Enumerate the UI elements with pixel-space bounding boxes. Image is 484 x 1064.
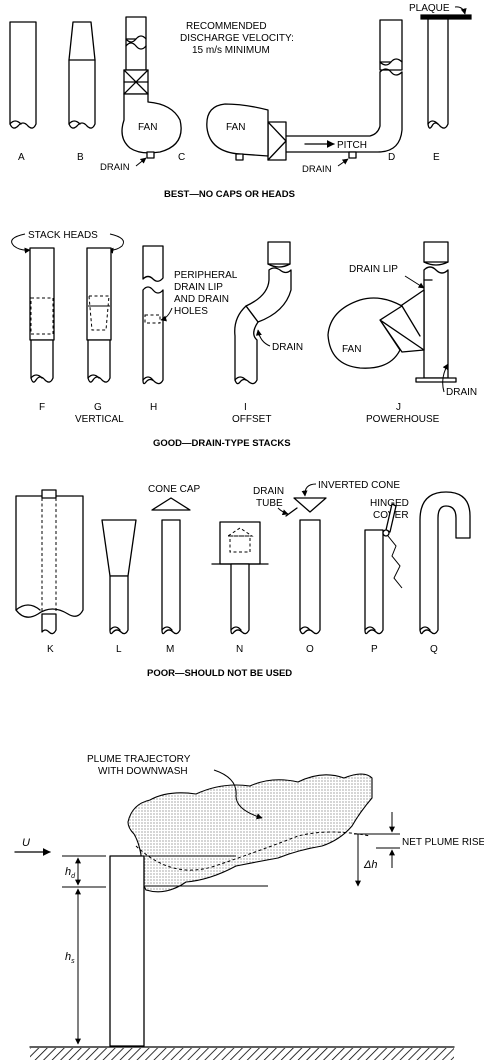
cone-cap-label: CONE CAP <box>148 484 201 495</box>
stack-heads-label: STACK HEADS <box>28 230 98 241</box>
plaque-label: PLAQUE <box>409 3 450 14</box>
stack-o: DRAIN TUBE INVERTED CONE O <box>253 480 400 655</box>
inverted-cone-label: INVERTED CONE <box>318 480 400 491</box>
drain-tube-line2: TUBE <box>256 498 283 509</box>
fan-j-label: FAN <box>342 344 361 355</box>
caption-best: BEST—NO CAPS OR HEADS <box>164 189 295 200</box>
hs-label: hs <box>65 951 75 965</box>
pitch-label: PITCH <box>337 140 367 151</box>
stack-m: CONE CAP M <box>148 484 201 655</box>
drain-lip-label: DRAIN LIP <box>349 264 398 275</box>
stack-g: G VERTICAL <box>75 247 124 425</box>
stack-d: FAN PITCH DRAIN D <box>206 19 403 175</box>
ground-hatch <box>30 1048 454 1060</box>
hd-label: hd <box>65 866 76 880</box>
label-offset: OFFSET <box>232 414 271 425</box>
label-k: K <box>47 644 54 655</box>
label-f: F <box>39 402 45 413</box>
plume-diagram: U hd hs Δh NET PLUME RISE PLUME TRAJECTO… <box>14 754 484 1060</box>
label-l: L <box>116 644 122 655</box>
stack-c: FAN DRAIN C <box>100 16 185 173</box>
drain-i-label: DRAIN <box>272 342 303 353</box>
label-c: C <box>178 152 185 163</box>
section-poor: K L CONE CAP M N DRAIN <box>15 480 471 679</box>
label-q: Q <box>430 644 438 655</box>
stack-e: PLAQUE E <box>409 3 472 163</box>
peripheral-line1: PERIPHERAL <box>174 270 238 281</box>
label-g: G <box>94 402 102 413</box>
plume-cloud <box>127 773 373 893</box>
label-d: D <box>388 152 395 163</box>
drain-tube-line1: DRAIN <box>253 486 284 497</box>
label-e: E <box>433 152 440 163</box>
label-a: A <box>18 152 25 163</box>
net-rise-label: NET PLUME RISE <box>402 837 484 848</box>
fan-c-label: FAN <box>138 122 157 133</box>
stack-j: FAN DRAIN LIP DRAIN J POWERHOUSE <box>327 241 477 425</box>
stack-l: L <box>101 519 137 655</box>
label-o: O <box>306 644 314 655</box>
trajectory-line1: PLUME TRAJECTORY <box>87 754 191 765</box>
label-vertical: VERTICAL <box>75 414 124 425</box>
peripheral-line3: AND DRAIN <box>174 294 229 305</box>
stack-n: N <box>211 521 269 655</box>
label-b: B <box>77 152 84 163</box>
label-i: I <box>244 402 247 413</box>
section-best: A B FAN DRAIN C RECOMMENDED DISCHARGE VE… <box>9 3 472 200</box>
note-line1: RECOMMENDED <box>186 21 267 32</box>
caption-good: GOOD—DRAIN-TYPE STACKS <box>153 438 291 449</box>
drain-d-label: DRAIN <box>302 164 332 175</box>
stack-k: K <box>15 489 84 655</box>
drain-c-label: DRAIN <box>100 162 130 173</box>
delta-h-label: Δh <box>363 859 378 871</box>
label-m: M <box>166 644 174 655</box>
peripheral-line2: DRAIN LIP <box>174 282 223 293</box>
label-n: N <box>236 644 243 655</box>
peripheral-line4: HOLES <box>174 306 208 317</box>
stack-p: HINGED COVER P <box>364 498 409 655</box>
stack-body <box>109 855 145 1047</box>
label-j: J <box>396 402 401 413</box>
label-p: P <box>371 644 378 655</box>
section-good: STACK HEADS F G VERTICAL PERIPHERAL <box>11 230 477 449</box>
trajectory-line2: WITH DOWNWASH <box>98 766 188 777</box>
hinged-line1: HINGED <box>370 498 409 509</box>
wind-label: U <box>22 837 30 849</box>
stack-i: DRAIN I OFFSET <box>232 241 303 425</box>
stack-b: B <box>68 21 96 163</box>
stack-q: Q <box>419 491 471 655</box>
fan-d-label: FAN <box>226 122 245 133</box>
note-line2: DISCHARGE VELOCITY: <box>180 33 294 44</box>
note-line3: 15 m/s MINIMUM <box>192 45 270 56</box>
label-h: H <box>150 402 157 413</box>
stack-f: F <box>29 247 55 413</box>
label-powerhouse: POWERHOUSE <box>366 414 440 425</box>
caption-poor: POOR—SHOULD NOT BE USED <box>147 668 292 679</box>
stack-h: PERIPHERAL DRAIN LIP AND DRAIN HOLES H <box>142 245 238 413</box>
drain-j-label: DRAIN <box>446 387 477 398</box>
stack-a: A <box>9 21 37 163</box>
